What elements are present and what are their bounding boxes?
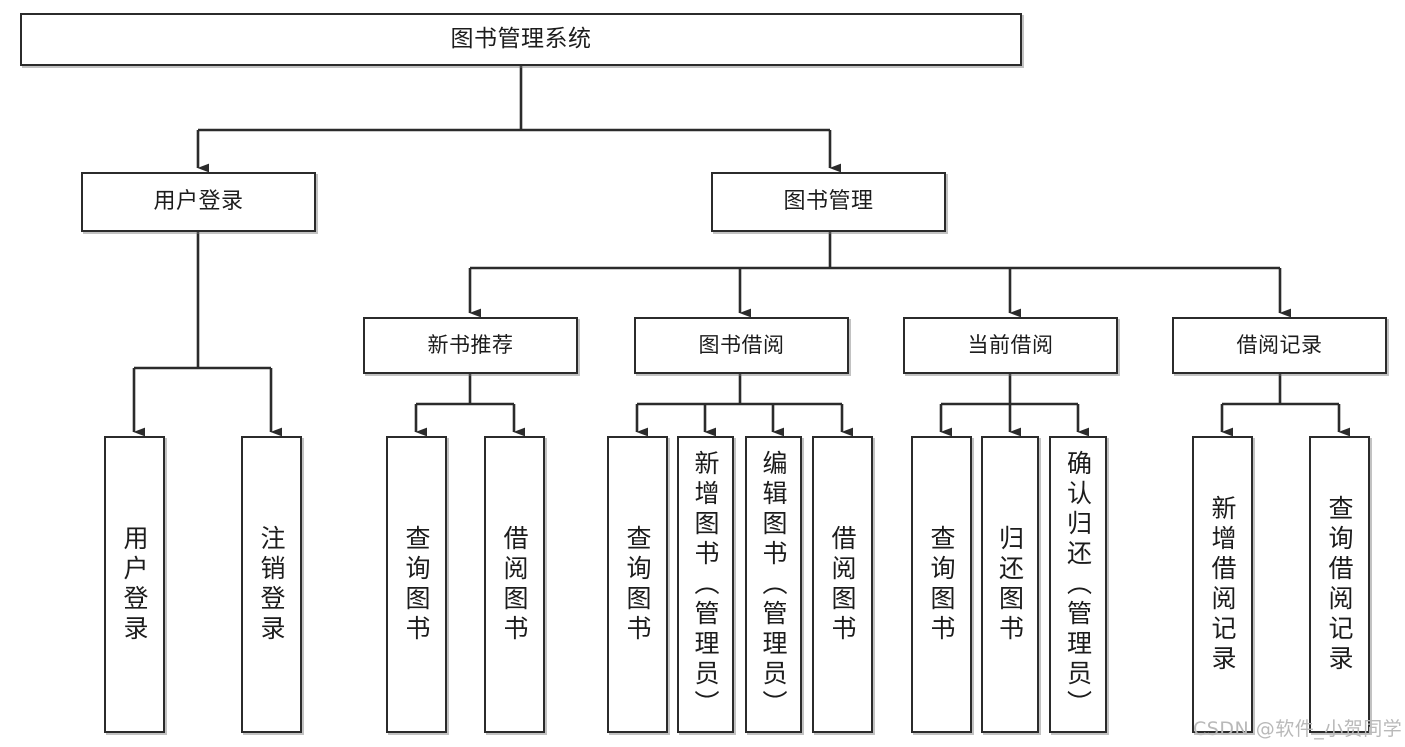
csdn-watermark: CSDN @软件_小贺同学 — [1193, 718, 1403, 740]
leaf-query-borrow-record-label: 查询借阅记录 — [1325, 494, 1354, 675]
leaf-query-book-current[interactable]: 查询图书 — [911, 436, 972, 733]
leaf-borrow-book[interactable]: 借阅图书 — [812, 436, 873, 733]
leaf-query-book-borrow[interactable]: 查询图书 — [607, 436, 668, 733]
leaf-borrow-book-recommend-label: 借阅图书 — [500, 524, 529, 645]
node-new-book-recommend[interactable]: 新书推荐 — [363, 317, 578, 374]
leaf-add-book-admin[interactable]: 新增图书（管理员） — [677, 436, 734, 733]
leaf-confirm-return-admin[interactable]: 确认归还（管理员） — [1049, 436, 1107, 733]
node-book-management[interactable]: 图书管理 — [711, 172, 946, 232]
node-book-borrow-label: 图书借阅 — [698, 333, 785, 358]
node-book-management-label: 图书管理 — [783, 189, 874, 215]
leaf-query-book-recommend[interactable]: 查询图书 — [386, 436, 447, 733]
leaf-query-borrow-record[interactable]: 查询借阅记录 — [1309, 436, 1370, 733]
leaf-query-book-current-label: 查询图书 — [927, 524, 956, 645]
leaf-add-borrow-record[interactable]: 新增借阅记录 — [1192, 436, 1253, 733]
node-user-login[interactable]: 用户登录 — [81, 172, 316, 232]
leaf-return-book[interactable]: 归还图书 — [981, 436, 1039, 733]
leaf-borrow-book-recommend[interactable]: 借阅图书 — [484, 436, 545, 733]
leaf-query-book-borrow-label: 查询图书 — [623, 524, 652, 645]
node-new-book-recommend-label: 新书推荐 — [427, 333, 514, 358]
leaf-confirm-return-admin-label: 确认归还（管理员） — [1063, 449, 1093, 720]
leaf-return-book-label: 归还图书 — [995, 524, 1025, 645]
node-borrow-record-label: 借阅记录 — [1236, 333, 1323, 358]
leaf-add-borrow-record-label: 新增借阅记录 — [1208, 494, 1237, 675]
leaf-user-login-label: 用户登录 — [120, 524, 149, 645]
leaf-edit-book-admin-label: 编辑图书（管理员） — [759, 449, 788, 720]
leaf-add-book-admin-label: 新增图书（管理员） — [691, 449, 720, 720]
node-root[interactable]: 图书管理系统 — [20, 13, 1022, 66]
node-book-borrow[interactable]: 图书借阅 — [634, 317, 849, 374]
leaf-edit-book-admin[interactable]: 编辑图书（管理员） — [745, 436, 802, 733]
node-current-borrow-label: 当前借阅 — [967, 333, 1054, 358]
node-current-borrow[interactable]: 当前借阅 — [903, 317, 1118, 374]
leaf-borrow-book-label: 借阅图书 — [828, 524, 857, 645]
leaf-query-book-recommend-label: 查询图书 — [402, 524, 431, 645]
node-root-label: 图书管理系统 — [450, 25, 592, 52]
node-borrow-record[interactable]: 借阅记录 — [1172, 317, 1387, 374]
leaf-user-login[interactable]: 用户登录 — [104, 436, 165, 733]
leaf-logout[interactable]: 注销登录 — [241, 436, 302, 733]
node-user-login-label: 用户登录 — [153, 189, 244, 215]
leaf-logout-label: 注销登录 — [257, 524, 286, 645]
